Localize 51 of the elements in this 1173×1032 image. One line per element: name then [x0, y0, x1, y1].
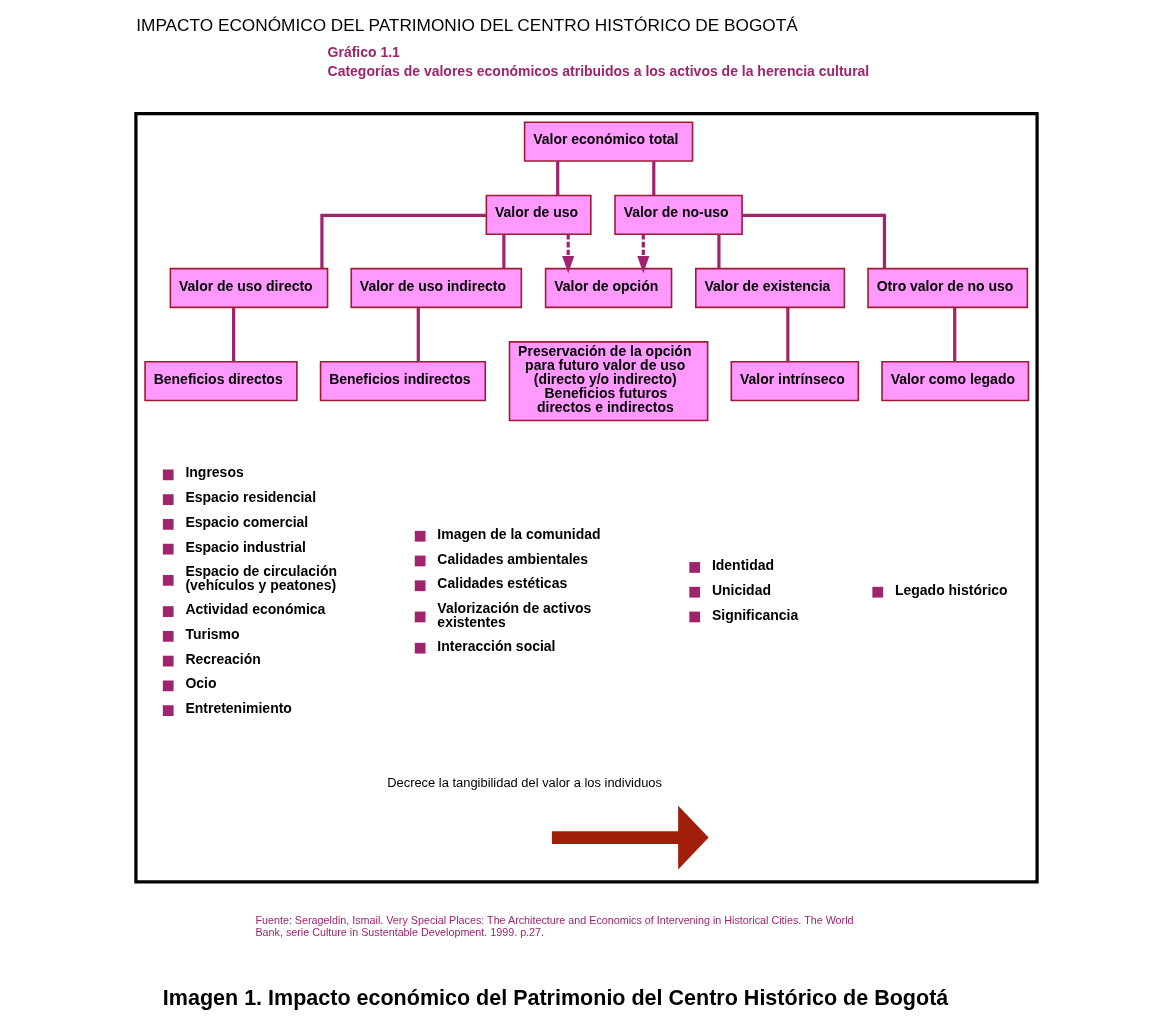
- connector: [556, 161, 560, 196]
- node-box: Valor de no-uso: [614, 194, 743, 236]
- label: Interacción social: [437, 637, 556, 654]
- connector: [652, 161, 656, 196]
- arrow: [562, 234, 575, 274]
- node-box: Beneficios indirectos: [319, 361, 487, 402]
- connector: [416, 307, 420, 362]
- label: Fuente: Serageldin, Ismail. Very Special Places: The Architecture and Economics of Intervening in Historical Cities. The World Bank, serie Culture in Sustentable Development. 1999. p.27.: [255, 913, 854, 938]
- label: Espacio comercial: [185, 513, 309, 530]
- connector: [502, 234, 506, 269]
- label: Imagen de la comunidad: [437, 525, 601, 542]
- label: Decrece la tangibilidad del valor a los individuos: [387, 774, 662, 790]
- node-box: Valor como legado: [881, 361, 1030, 402]
- label: Espacio residencial: [185, 489, 317, 506]
- label: Categorías de valores económicos atribuidos a los activos de la herencia cultural: [327, 63, 870, 80]
- label: Entretenimiento: [185, 700, 292, 717]
- label: Espacio industrial: [185, 538, 306, 555]
- label: Calidades estéticas: [437, 575, 568, 592]
- label: Unicidad: [711, 581, 771, 598]
- label: Calidades ambientales: [437, 550, 589, 567]
- connector: [742, 213, 887, 269]
- node-box: Valor de opción: [544, 267, 673, 309]
- node-box: Otro valor de no uso: [867, 267, 1029, 309]
- node-box: Valor de existencia: [694, 267, 846, 309]
- label: Ingresos: [185, 464, 244, 481]
- cluster: [134, 112, 1039, 884]
- label: Turismo: [185, 625, 240, 642]
- label: Actividad económica: [185, 601, 326, 618]
- node-box: Valor de uso indirecto: [350, 267, 523, 309]
- diagram-title: IMPACTO ECONÓMICO DEL PATRIMONIO DEL CENTRO HISTÓRICO DE BOGOTÁ: [136, 14, 798, 35]
- caption: Imagen 1. Impacto económico del Patrimonio del Centro Histórico de Bogotá: [162, 985, 949, 1010]
- connector: [953, 307, 957, 362]
- label: Valorización de activos existentes: [437, 600, 592, 631]
- arrow: [637, 234, 650, 274]
- label: Significancia: [711, 606, 799, 623]
- label: Identidad: [711, 557, 775, 574]
- node-box: Valor económico total: [523, 121, 694, 162]
- connector: [786, 307, 790, 362]
- connector: [320, 213, 487, 269]
- label: Legado histórico: [894, 581, 1008, 598]
- label: Espacio de circulación (vehículos y peatones): [185, 563, 338, 594]
- node-box: Beneficios directos: [144, 361, 298, 402]
- node-box: Valor intrínseco: [730, 361, 860, 402]
- connector: [232, 307, 236, 362]
- connector: [717, 234, 721, 269]
- node-box: Preservación de la opción para futuro valor de uso (directo y/o indirecto) Beneficios futuros directos e indirectos: [508, 341, 709, 422]
- node-box: Valor de uso: [485, 194, 592, 236]
- label: Ocio: [185, 675, 217, 692]
- label: Gráfico 1.1: [327, 44, 400, 60]
- label: Recreación: [185, 650, 261, 667]
- node-box: Valor de uso directo: [169, 267, 329, 309]
